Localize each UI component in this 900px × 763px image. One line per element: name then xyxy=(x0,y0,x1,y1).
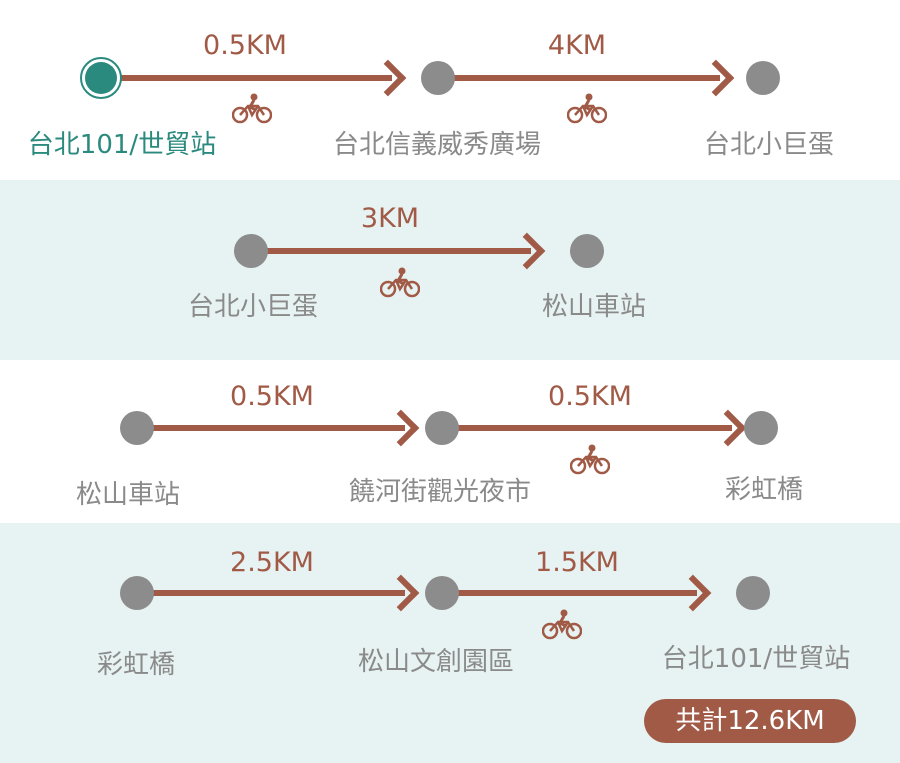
station-node xyxy=(421,61,455,95)
route-segment-3-1 xyxy=(137,425,405,431)
station-label: 台北信義威秀廣場 xyxy=(332,130,542,160)
station-node xyxy=(744,411,778,445)
segment-distance: 0.5KM xyxy=(230,381,314,412)
station-node xyxy=(736,576,770,610)
bicycle-icon xyxy=(570,444,610,475)
start-station-node xyxy=(80,57,122,99)
station-node xyxy=(120,411,154,445)
segment-distance: 3KM xyxy=(360,203,420,234)
row-2-band xyxy=(0,180,900,360)
route-segment-4-2 xyxy=(442,590,697,596)
station-label: 松山車站 xyxy=(541,292,647,322)
station-label: 台北101/世貿站 xyxy=(661,644,851,674)
station-node xyxy=(120,576,154,610)
route-segment-1-1 xyxy=(102,75,392,81)
segment-distance: 2.5KM xyxy=(230,547,314,578)
route-segment-4-1 xyxy=(137,590,405,596)
route-segment-2-1 xyxy=(251,248,531,254)
total-distance-badge: 共計12.6KM xyxy=(644,699,856,743)
route-segment-1-2 xyxy=(438,75,720,81)
station-label-start: 台北101/世貿站 xyxy=(27,130,217,160)
station-label: 台北小巨蛋 xyxy=(703,130,835,160)
segment-distance: 0.5KM xyxy=(548,381,632,412)
route-segment-3-2 xyxy=(442,425,732,431)
bicycle-icon xyxy=(380,267,420,298)
station-node xyxy=(746,61,780,95)
station-node xyxy=(570,234,604,268)
bicycle-icon xyxy=(232,93,272,124)
segment-distance: 4KM xyxy=(547,30,607,61)
station-label: 饒河街觀光夜市 xyxy=(348,477,532,507)
segment-distance: 1.5KM xyxy=(535,547,619,578)
station-node xyxy=(425,576,459,610)
station-label: 松山車站 xyxy=(75,480,181,510)
station-label: 松山文創園區 xyxy=(357,647,515,677)
station-label: 彩虹橋 xyxy=(96,650,176,680)
segment-distance: 0.5KM xyxy=(203,30,287,61)
station-node xyxy=(234,234,268,268)
station-node xyxy=(425,411,459,445)
station-label: 彩虹橋 xyxy=(724,475,804,505)
station-label: 台北小巨蛋 xyxy=(187,292,319,322)
bicycle-icon xyxy=(567,93,607,124)
bicycle-icon xyxy=(542,609,582,640)
